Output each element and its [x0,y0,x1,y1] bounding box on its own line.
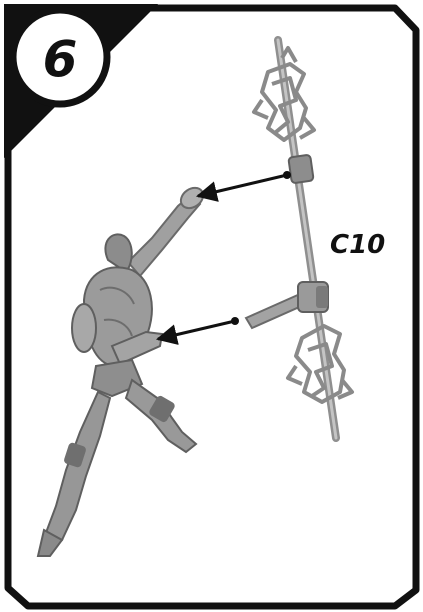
step-number: 6 [43,30,78,88]
staff-collar-top [288,155,313,184]
figure-shoulder-pad [72,304,96,352]
staff-part-label: C10 [330,230,385,260]
